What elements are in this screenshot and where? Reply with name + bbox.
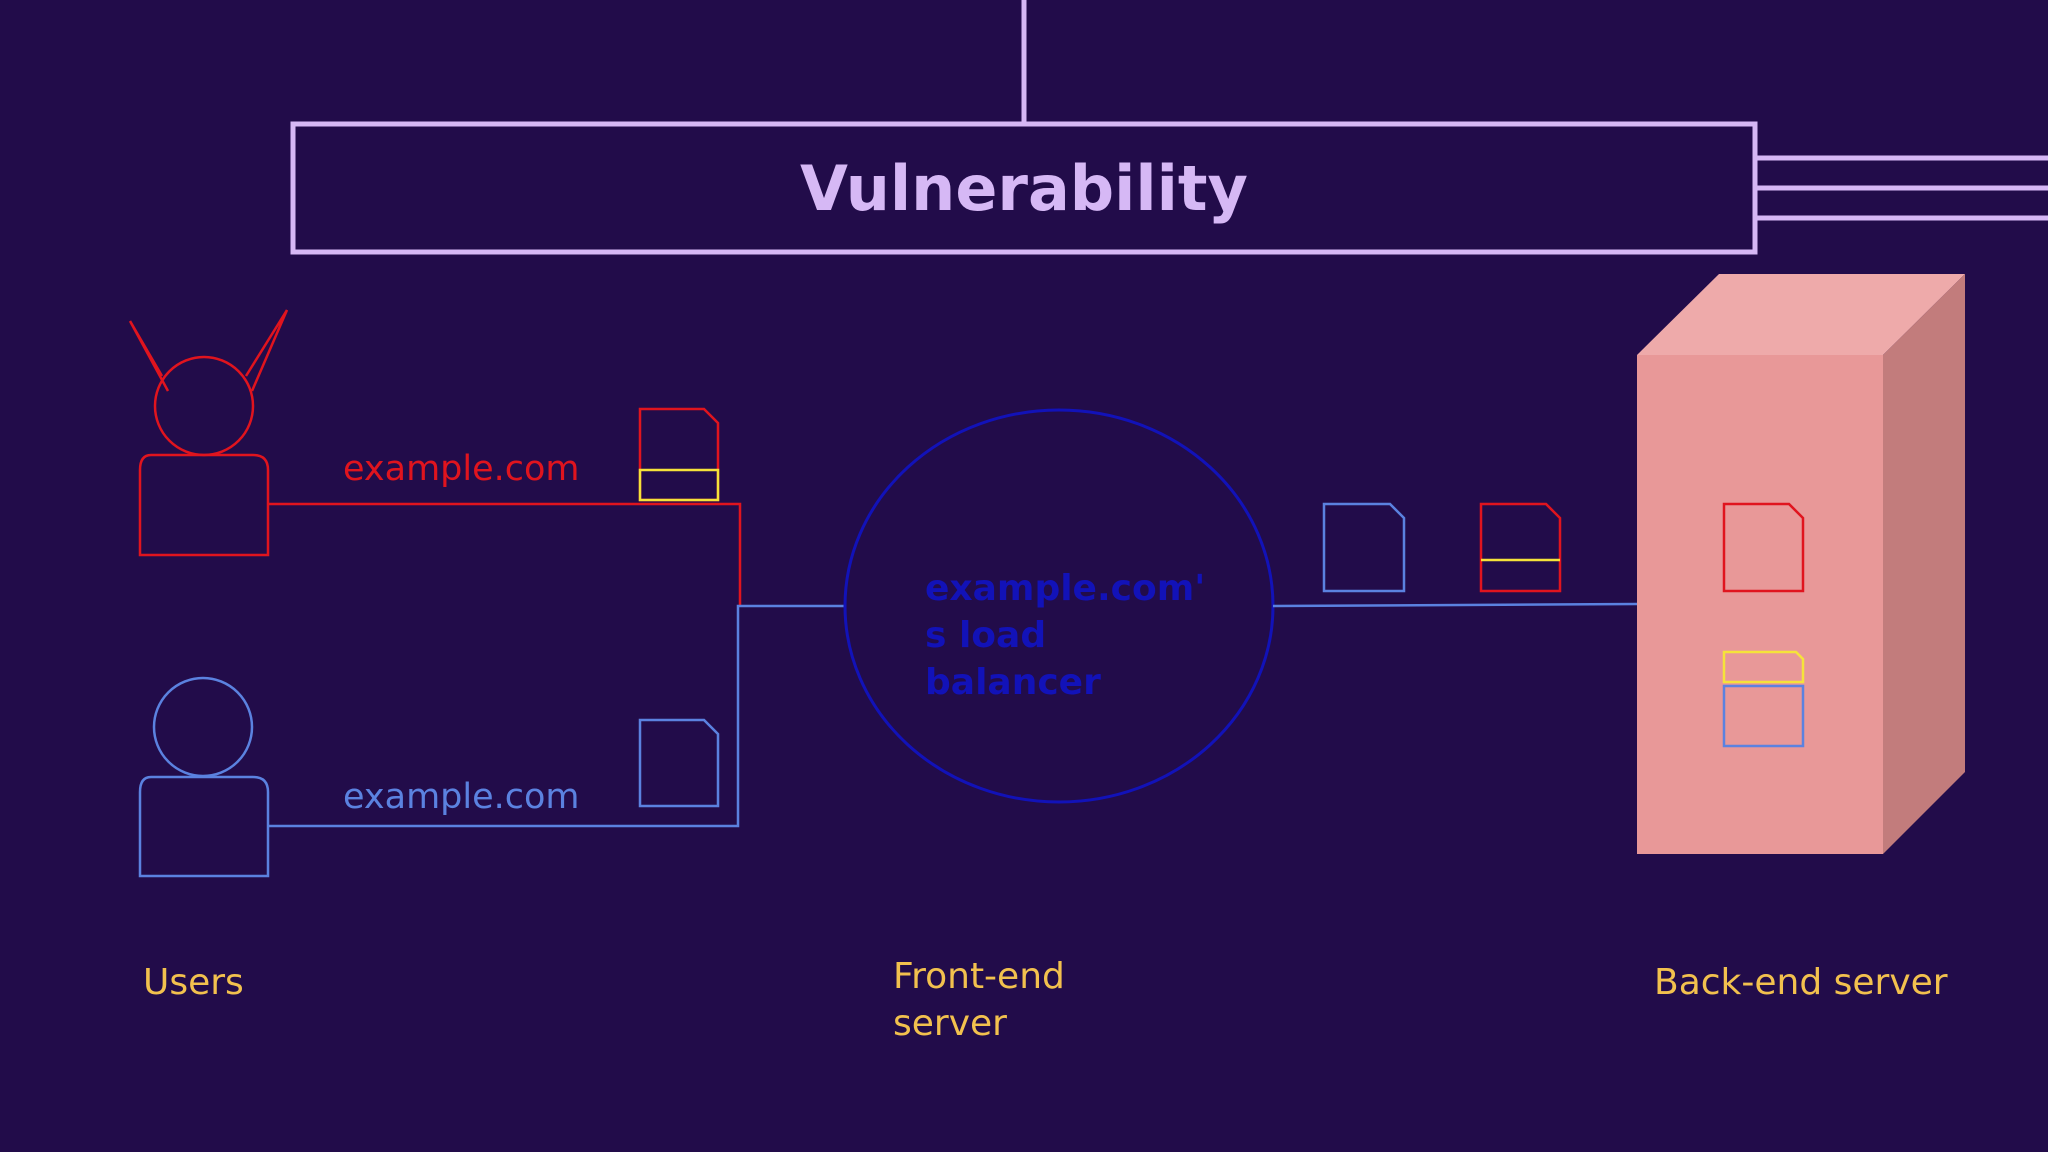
attacker-document-icon <box>638 407 720 502</box>
caption-frontend-line-2: server <box>893 1003 1007 1044</box>
user-document-icon <box>638 718 720 808</box>
user-icon <box>138 676 270 878</box>
user-request-url: example.com <box>343 777 580 817</box>
load-balancer-label-line-3: balancer <box>925 662 1101 703</box>
title-side-lines <box>1755 155 2048 221</box>
backend-attacker-document-icon <box>1722 502 1805 593</box>
load-balancer-label-line-2: s load <box>925 615 1046 656</box>
diagram-title: Vulnerability <box>800 152 1248 225</box>
attacker-icon <box>128 309 289 557</box>
attacker-request-url: example.com <box>343 449 580 489</box>
frontend-backend-link <box>1272 602 1638 608</box>
load-balancer-label-line-1: example.com' <box>925 568 1205 609</box>
backend-poisoned-document-icon <box>1722 650 1805 748</box>
forwarded-attacker-document-icon <box>1479 502 1562 593</box>
user-request-line <box>268 604 845 828</box>
caption-users: Users <box>143 962 244 1003</box>
forwarded-user-document-icon <box>1322 502 1406 593</box>
caption-backend: Back-end server <box>1654 962 1948 1003</box>
attacker-request-line <box>268 502 742 606</box>
caption-frontend-line-1: Front-end <box>893 956 1065 997</box>
backend-server-box <box>1637 274 1965 854</box>
